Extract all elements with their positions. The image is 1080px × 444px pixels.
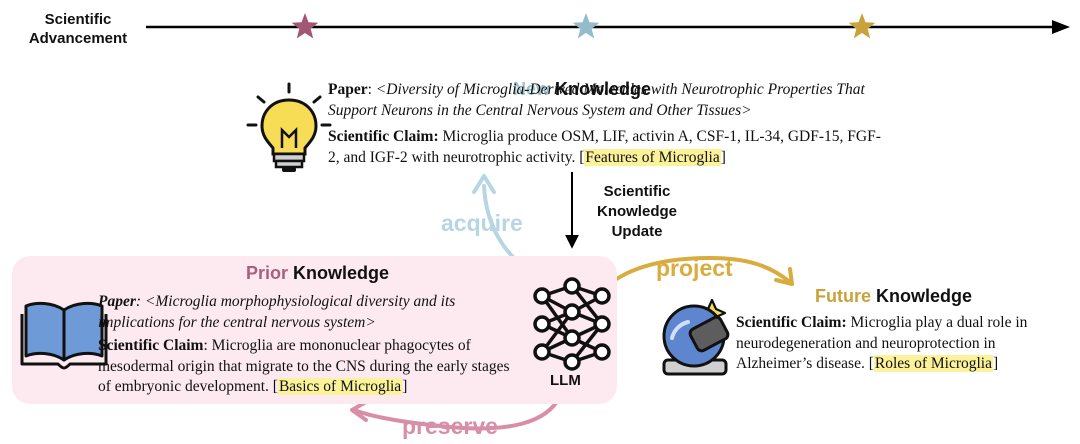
preserve-arrowhead xyxy=(350,400,368,422)
update-label-line3: Update xyxy=(611,223,663,240)
new-claim-tag: Features of Microglia xyxy=(584,148,721,166)
preserve-arrow xyxy=(352,394,562,431)
update-label: Scientific Knowledge Update xyxy=(582,182,692,242)
timeline-arrowhead xyxy=(1052,20,1070,34)
prior-knowledge-text: Paper: <Microglia morphophysiological di… xyxy=(98,293,510,395)
new-knowledge-text: Paper: <Diversity of Microglia-Derived M… xyxy=(328,81,881,166)
project-arrow xyxy=(610,255,792,284)
acquire-arrowhead xyxy=(472,174,496,194)
timeline-star-future xyxy=(848,13,876,39)
update-label-line1: Scientific xyxy=(603,183,671,200)
neural-network-icon xyxy=(533,277,611,371)
future-claim-tag: Roles of Microglia xyxy=(873,355,993,372)
timeline-star-new xyxy=(572,13,600,39)
prior-paper-title: <Microglia morphophysiological diversity… xyxy=(98,293,456,331)
prior-claim-label: Scientific Claim xyxy=(98,337,204,354)
new-paper-label: Paper xyxy=(328,81,368,98)
future-claim-text: Microglia play a dual role in neurodegen… xyxy=(736,314,1028,372)
future-claim-label: Scientific Claim: xyxy=(736,314,847,331)
new-paper-title: <Diversity of Microglia-Derived Molecule… xyxy=(328,81,865,119)
timeline-label: Scientific Advancement xyxy=(18,10,138,48)
update-label-line2: Knowledge xyxy=(596,203,677,220)
prior-claim-text: Microglia are mononuclear phagocytes of … xyxy=(98,337,510,395)
timeline-star-prior xyxy=(291,13,319,39)
new-claim-text: Microglia produce OSM, LIF, activin A, C… xyxy=(328,128,881,166)
book-icon xyxy=(20,301,108,370)
acquire-label: acquire xyxy=(441,210,523,236)
project-label: project xyxy=(656,255,733,281)
prior-knowledge-title-accent: Prior xyxy=(246,263,289,283)
timeline-label-line2: Advancement xyxy=(28,30,128,47)
prior-paper-label: Paper xyxy=(98,293,136,310)
llm-label: LLM xyxy=(550,372,581,389)
future-knowledge-text: Scientific Claim: Microglia play a dual … xyxy=(736,314,1028,372)
timeline-label-line1: Scientific xyxy=(44,11,112,28)
preserve-label: preserve xyxy=(402,413,498,439)
project-arrowhead xyxy=(774,267,794,286)
new-knowledge-title-rest: Knowledge xyxy=(555,79,652,99)
future-knowledge-title-accent: Future xyxy=(815,286,871,306)
prior-knowledge-title-rest: Knowledge xyxy=(293,263,390,283)
lightbulb-icon xyxy=(246,82,332,172)
new-knowledge-title-accent: New xyxy=(513,79,551,99)
new-claim-label: Scientific Claim: xyxy=(328,128,439,145)
future-knowledge-title-rest: Knowledge xyxy=(876,286,973,306)
prior-claim-tag: Basics of Microglia xyxy=(277,378,403,395)
telescope-icon xyxy=(662,298,730,376)
